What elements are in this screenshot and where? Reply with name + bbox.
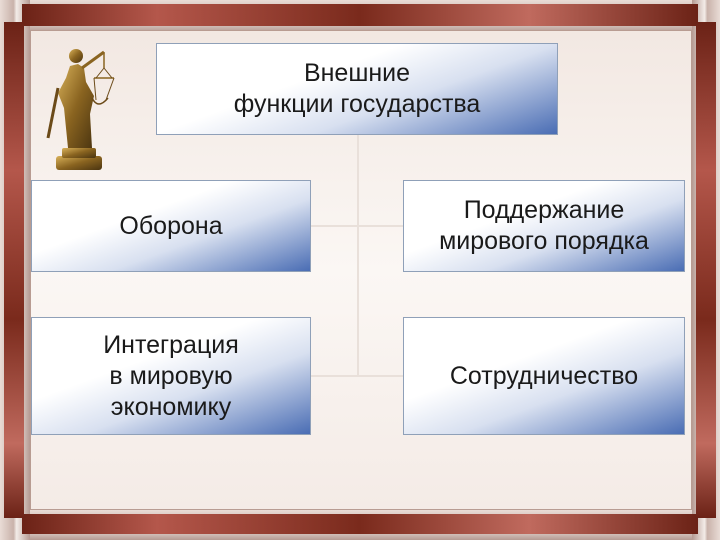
frame-right-band [696, 22, 716, 518]
frame-top-band [22, 4, 698, 26]
node-defense: Оборона [31, 180, 311, 272]
node-integration: Интеграция в мировую экономику [31, 317, 311, 435]
frame-left-band [4, 22, 24, 518]
root-node-label: Внешние функции государства [233, 59, 481, 118]
node-defense-label: Оборона [119, 211, 223, 240]
connector-row-2 [311, 375, 403, 377]
node-integration-label: Интеграция в мировую экономику [103, 330, 239, 421]
node-world-order: Поддержание мирового порядка [403, 180, 685, 272]
node-world-order-label: Поддержание мирового порядка [439, 196, 649, 255]
frame-bottom-band [22, 514, 698, 534]
connector-vertical [357, 135, 359, 375]
justice-statue-icon [46, 49, 115, 170]
node-cooperation-label: Сотрудничество [449, 361, 639, 390]
node-cooperation: Сотрудничество [403, 317, 685, 435]
connector-row-1 [311, 225, 403, 227]
root-node: Внешние функции государства [156, 43, 558, 135]
